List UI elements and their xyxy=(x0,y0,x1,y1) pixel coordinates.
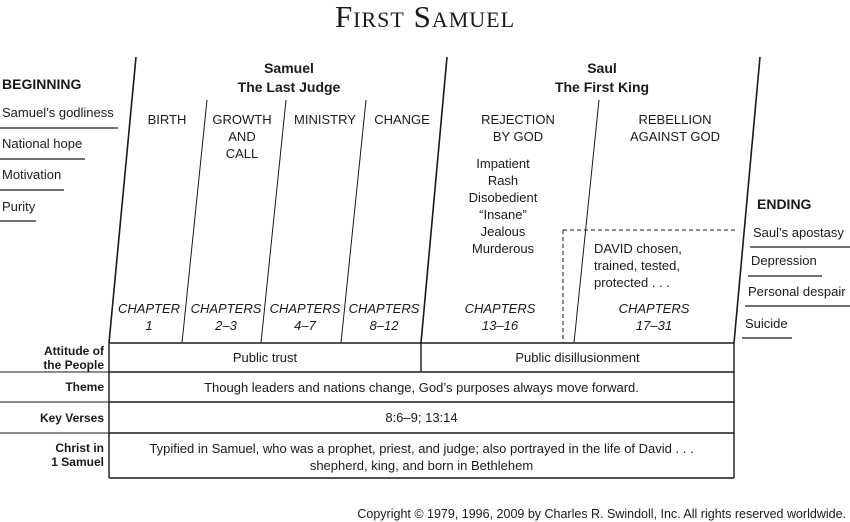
chapter-label: CHAPTERS 2–3 xyxy=(188,300,264,334)
frame-right-slant xyxy=(733,56,761,344)
column-label-birth: BIRTH xyxy=(147,112,187,127)
chapter-label: CHAPTERS 8–12 xyxy=(345,300,423,334)
chapter-label: CHAPTERS 17–31 xyxy=(614,300,694,334)
beginning-item: Motivation xyxy=(2,167,62,182)
beginning-item: National hope xyxy=(2,136,83,151)
row-label-attitude: Attitude of the People xyxy=(43,344,104,372)
chapter-word: CHAPTERS xyxy=(464,301,536,316)
beginning-heading: BEGINNING xyxy=(2,76,82,92)
ending-item: Saul’s apostasy xyxy=(753,225,844,240)
frame-left-slant xyxy=(108,56,137,344)
section-saul-name: Saul xyxy=(587,60,617,76)
column-label-growth: GROWTH AND CALL xyxy=(212,112,272,161)
chapter-range: 2–3 xyxy=(215,318,237,333)
frame-mid-slant xyxy=(420,56,448,344)
row-label-theme: Theme xyxy=(65,380,104,394)
attitude-left: Public trust xyxy=(232,350,298,365)
page-title: First Samuel xyxy=(334,0,516,34)
ending-item: Personal despair xyxy=(748,284,846,299)
chapter-label: CHAPTERS 4–7 xyxy=(267,300,343,334)
chapter-word: CHAPTERS xyxy=(269,301,341,316)
chapter-word: CHAPTER xyxy=(117,301,181,316)
divider-rejection-rebellion xyxy=(573,99,600,344)
column-label-rejection: REJECTION BY GOD xyxy=(481,112,555,144)
chapter-label: CHAPTER 1 xyxy=(112,300,186,334)
chapter-range: 4–7 xyxy=(294,318,316,333)
column-label-change: CHANGE xyxy=(374,112,430,127)
key-verses-value: 8:6–9; 13:14 xyxy=(385,410,458,425)
beginning-item: Purity xyxy=(2,199,36,214)
divider-growth-ministry xyxy=(260,99,287,344)
section-samuel: Samuel The Last Judge xyxy=(189,59,389,97)
chapter-label: CHAPTERS 13–16 xyxy=(460,300,540,334)
chapter-range: 17–31 xyxy=(635,318,673,333)
chapter-range: 8–12 xyxy=(369,318,399,333)
ending-item: Depression xyxy=(751,253,817,268)
column-label-rebellion: REBELLION AGAINST GOD xyxy=(629,112,721,144)
divider-birth-growth xyxy=(181,99,208,344)
row-label-key-verses: Key Verses xyxy=(39,411,104,425)
section-saul: Saul The First King xyxy=(502,59,702,97)
ending-item: Suicide xyxy=(745,316,788,331)
beginning-item: Samuel’s godliness xyxy=(2,105,114,120)
christ-value: Typified in Samuel, who was a prophet, p… xyxy=(149,441,694,473)
chapter-word: CHAPTERS xyxy=(618,301,690,316)
section-samuel-name: Samuel xyxy=(264,60,314,76)
chapter-range: 13–16 xyxy=(481,318,519,333)
row-label-christ: Christ in 1 Samuel xyxy=(51,441,104,469)
chapter-word: CHAPTERS xyxy=(348,301,420,316)
divider-ministry-change xyxy=(340,99,367,344)
theme-value: Though leaders and nations change, God’s… xyxy=(204,380,639,395)
column-label-ministry: MINISTRY xyxy=(294,112,356,127)
chapter-range: 1 xyxy=(145,318,153,333)
section-samuel-subtitle: The Last Judge xyxy=(237,79,341,95)
copyright-notice: Copyright © 1979, 1996, 2009 by Charles … xyxy=(357,507,846,521)
david-note: DAVID chosen, trained, tested, protected… xyxy=(594,241,682,290)
saul-traits: Impatient Rash Disobedient “Insane” Jeal… xyxy=(468,156,538,256)
attitude-right: Public disillusionment xyxy=(515,350,640,365)
chapter-word: CHAPTERS xyxy=(190,301,262,316)
section-saul-subtitle: The First King xyxy=(554,79,650,95)
ending-heading: ENDING xyxy=(757,196,812,212)
